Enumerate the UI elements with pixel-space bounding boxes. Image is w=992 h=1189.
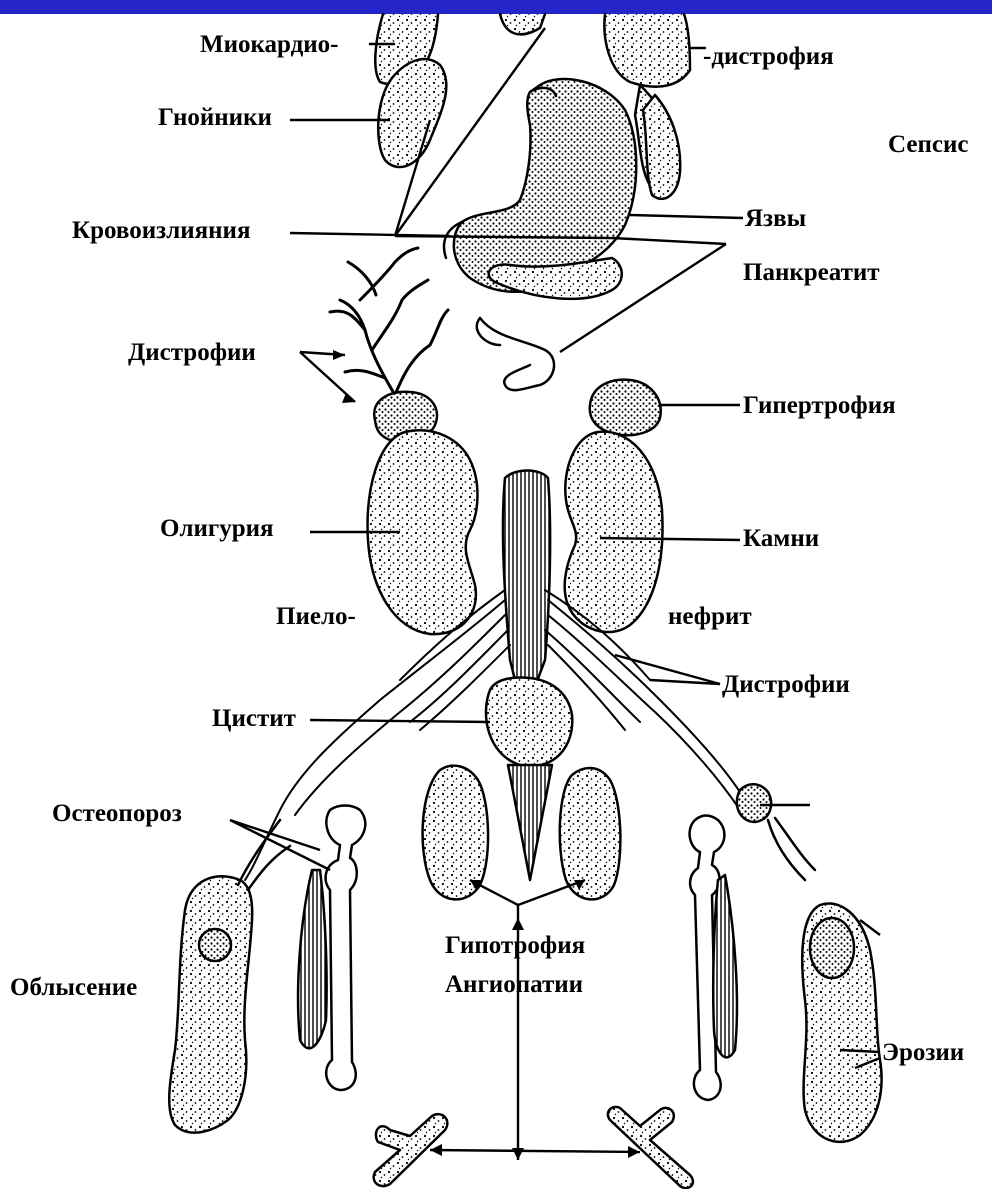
label-ulcers: Язвы — [745, 206, 806, 231]
label-alopecia: Облысение — [10, 975, 137, 1000]
bone-right-drawing — [690, 816, 737, 1101]
kidney-right-drawing — [565, 432, 663, 632]
label-hemorrhages: Кровоизлияния — [72, 218, 250, 243]
liver-vessel-drawing — [330, 248, 448, 395]
label-myocardio: Миокардио- — [200, 32, 338, 57]
label-sepsis: Сепсис — [888, 132, 968, 157]
label-cystitis: Цистит — [212, 706, 296, 731]
bone-left-drawing — [298, 806, 365, 1091]
label-dystrophies-upper: Дистрофии — [128, 340, 256, 365]
paw-left-drawing — [169, 820, 290, 1133]
label-angiopathy: Ангиопатии — [445, 972, 583, 997]
urethra-drawing — [508, 765, 552, 880]
vessel-right-drawing — [608, 1107, 693, 1188]
label-abscesses: Гнойники — [158, 105, 272, 130]
label-dystrophy: -дистрофия — [703, 44, 834, 69]
spinal-cord-drawing — [503, 471, 550, 701]
label-dystrophies-lower: Дистрофии — [722, 672, 850, 697]
paw-right-drawing — [768, 818, 882, 1142]
spleen-drawing — [643, 95, 680, 199]
label-pancreatitis: Панкреатит — [743, 260, 880, 285]
label-pyelo: Пиело- — [276, 604, 356, 629]
bladder-drawing — [486, 678, 572, 767]
ganglion-drawing — [737, 784, 771, 822]
pancreas-drawing — [477, 258, 622, 390]
testis-right-drawing — [560, 768, 621, 899]
adrenal-right-drawing — [590, 380, 661, 436]
label-nephritis: нефрит — [668, 604, 752, 629]
label-oliguria: Олигурия — [160, 516, 274, 541]
label-stones: Камни — [743, 526, 819, 551]
label-osteoporosis: Остеопороз — [52, 801, 182, 826]
label-erosions: Эрозии — [882, 1040, 964, 1065]
label-hypertrophy: Гипертрофия — [743, 393, 896, 418]
label-hypotrophy: Гипотрофия — [445, 933, 585, 958]
testis-left-drawing — [423, 766, 488, 900]
